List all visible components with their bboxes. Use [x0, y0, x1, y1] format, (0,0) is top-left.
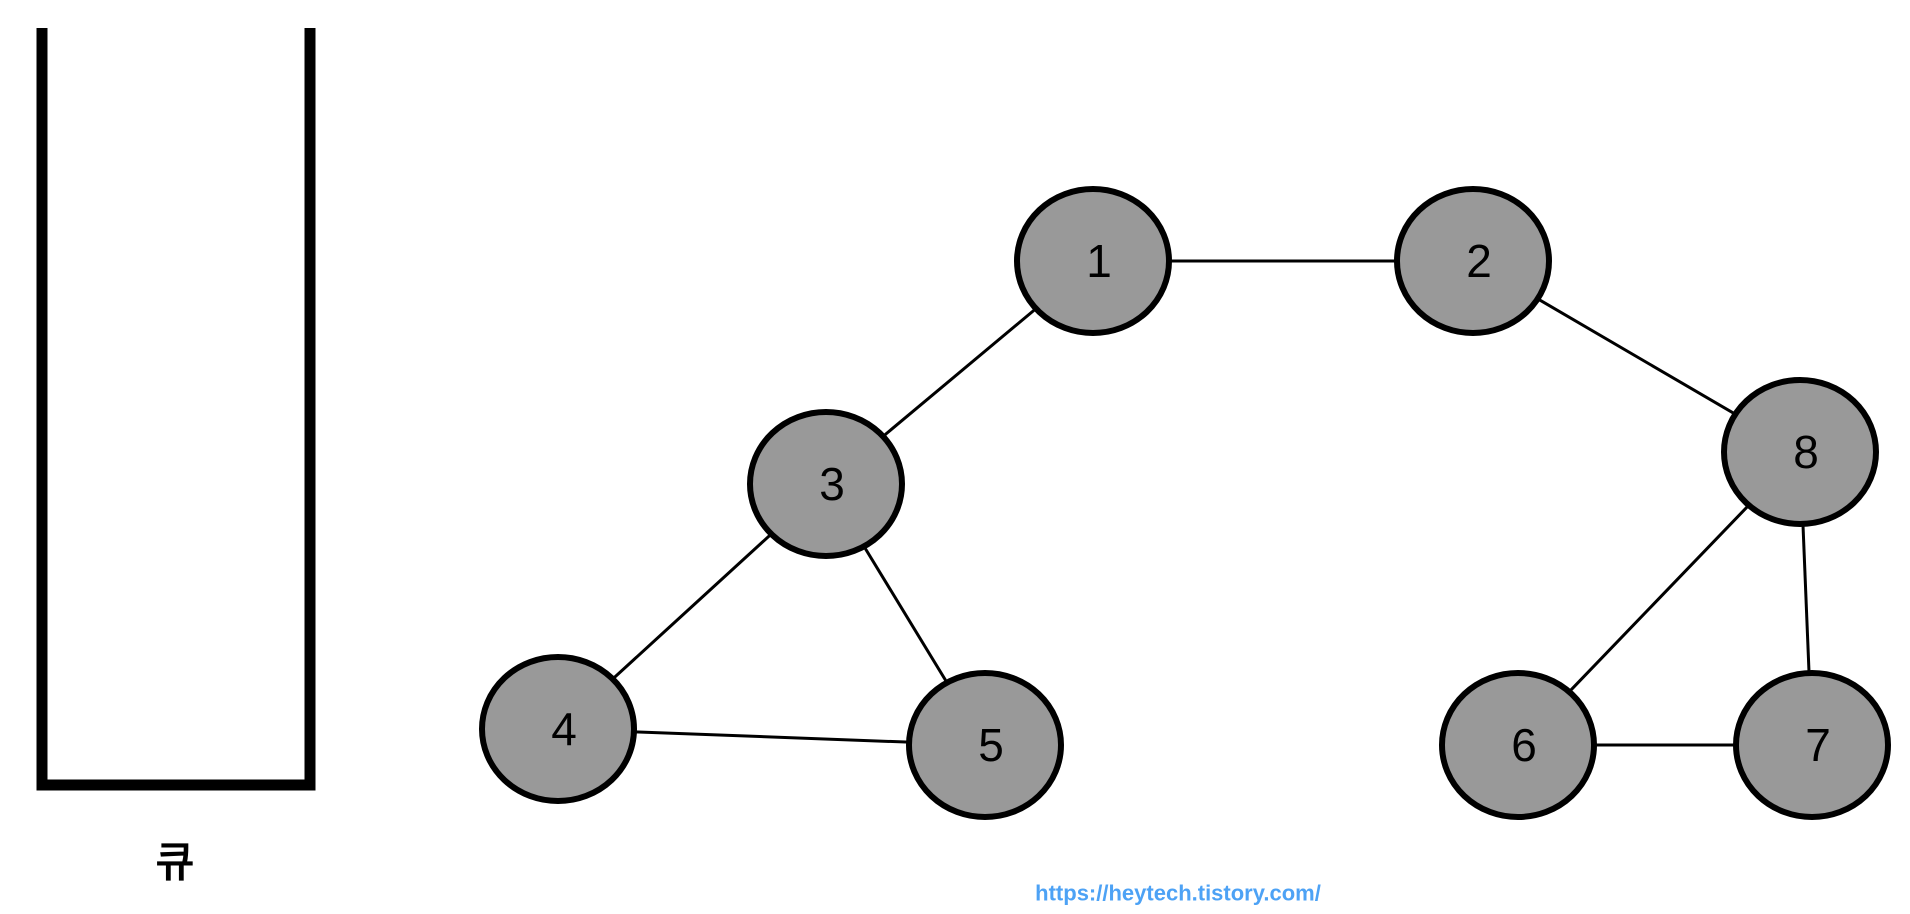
node-circle-7[interactable] — [1733, 670, 1891, 820]
graph-edge-3-4 — [611, 532, 773, 681]
queue-outline — [36, 28, 316, 791]
graph-node-6[interactable]: 6 — [1439, 670, 1597, 820]
graph-edge-3-5 — [862, 545, 949, 684]
graph-node-3[interactable]: 3 — [747, 409, 905, 559]
watermark-url: https://heytech.tistory.com/ — [1035, 881, 1321, 906]
node-label-4: 4 — [551, 703, 577, 755]
node-label-3: 3 — [819, 458, 845, 510]
graph-node-7[interactable]: 7 — [1733, 670, 1891, 820]
graph-edges — [611, 259, 1811, 747]
node-label-8: 8 — [1793, 426, 1819, 478]
node-label-7: 7 — [1805, 719, 1831, 771]
graph-edge-4-5 — [633, 730, 910, 744]
node-circle-3[interactable] — [747, 409, 905, 559]
queue-container — [36, 28, 316, 791]
node-circle-2[interactable] — [1394, 186, 1552, 336]
graph-node-5[interactable]: 5 — [906, 670, 1064, 820]
node-circle-6[interactable] — [1439, 670, 1597, 820]
graph-node-2[interactable]: 2 — [1394, 186, 1552, 336]
graph-node-1[interactable]: 1 — [1014, 186, 1172, 336]
node-circle-8[interactable] — [1721, 377, 1879, 527]
queue-label: 큐 — [156, 839, 195, 886]
graph-edge-8-7 — [1801, 523, 1811, 674]
graph-edge-2-8 — [1536, 297, 1737, 416]
graph-nodes: 1 2 3 4 5 6 7 8 — [479, 186, 1891, 820]
graph-edge-8-6 — [1568, 504, 1750, 693]
node-label-5: 5 — [978, 719, 1004, 771]
node-circle-5[interactable] — [906, 670, 1064, 820]
node-label-1: 1 — [1086, 235, 1112, 287]
graph-edge-1-3 — [882, 307, 1037, 438]
graph-node-4[interactable]: 4 — [479, 654, 637, 804]
node-label-2: 2 — [1466, 235, 1492, 287]
graph-node-8[interactable]: 8 — [1721, 377, 1879, 527]
node-circle-4[interactable] — [479, 654, 637, 804]
node-label-6: 6 — [1511, 719, 1537, 771]
node-circle-1[interactable] — [1014, 186, 1172, 336]
